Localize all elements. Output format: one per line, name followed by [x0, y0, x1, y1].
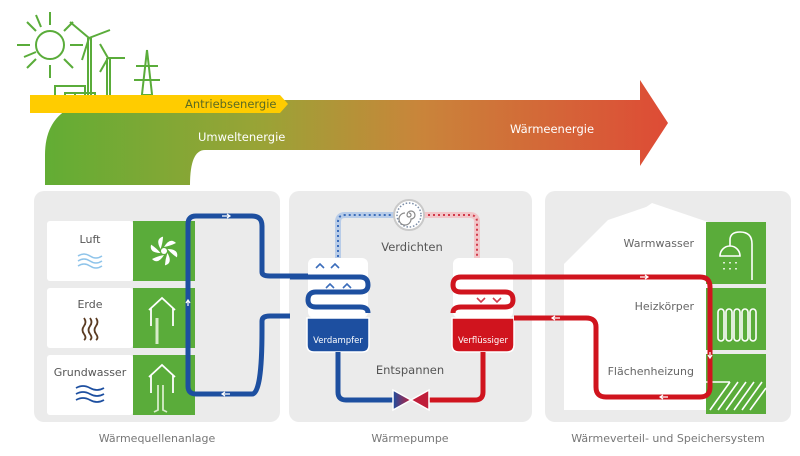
sun-icon — [17, 12, 83, 78]
distribution-label-floorheating: Flächenheizung — [608, 365, 694, 378]
source-label-earth: Erde — [77, 298, 102, 311]
condenser: Verflüssiger — [450, 258, 560, 353]
source-item-earth: Erde — [47, 288, 195, 348]
pump-caption: Wärmepumpe — [371, 432, 448, 445]
liquid-line-hot — [425, 352, 486, 403]
water-waves-icon — [75, 385, 105, 403]
source-label-groundwater: Grundwasser — [54, 366, 127, 379]
distribution-caption: Wärmeverteil- und Speichersystem — [571, 432, 764, 445]
source-item-air: Luft — [47, 221, 195, 281]
distribution-label-radiator: Heizkörper — [635, 300, 695, 313]
pressure-line — [423, 212, 480, 262]
flow-arrow-icon — [640, 274, 650, 280]
drive-energy-label: Antriebsenergie — [185, 97, 277, 111]
flow-arrow-icon — [220, 391, 230, 397]
distribution-item-floorheating: Flächenheizung — [608, 354, 767, 414]
earth-waves-icon — [81, 317, 99, 341]
compress-label: Verdichten — [381, 240, 443, 254]
evaporator-label: Verdampfer — [313, 336, 363, 346]
ground-probe-icon — [148, 296, 176, 344]
shower-icon — [719, 231, 753, 280]
compressor-icon — [393, 199, 425, 231]
source-pipe-loop — [185, 213, 320, 397]
house-roof — [564, 203, 708, 264]
expansion-valve-icon — [392, 388, 430, 412]
flow-arrow-icon — [658, 394, 668, 400]
floor-heating-icon — [706, 381, 767, 411]
air-waves-icon — [77, 253, 103, 269]
flow-arrow-icon — [550, 315, 560, 321]
source-caption: Wärmequellenanlage — [99, 432, 216, 445]
environmental-energy-label: Umweltenergie — [198, 130, 285, 144]
suction-line-dots — [337, 214, 395, 262]
groundwater-well-icon — [148, 363, 176, 413]
pump-panel — [289, 191, 532, 422]
liquid-line-cold — [335, 352, 395, 403]
heat-energy-label: Wärmeenergie — [510, 122, 594, 136]
fan-icon — [150, 236, 178, 266]
evaporator: Verdampfer — [290, 258, 371, 353]
condenser-label: Verflüssiger — [458, 336, 508, 346]
source-item-groundwater: Grundwasser — [47, 355, 195, 415]
flow-arrow-icon — [185, 298, 191, 306]
distribution-item-hotwater: Warmwasser — [624, 222, 766, 284]
flow-arrow-icon — [707, 352, 713, 360]
distribution-label-hotwater: Warmwasser — [624, 237, 695, 250]
expand-label: Entspannen — [376, 363, 444, 377]
radiator-icon — [717, 308, 757, 342]
flow-arrow-icon — [222, 213, 232, 219]
energy-arrow — [30, 80, 668, 185]
source-label-air: Luft — [80, 233, 102, 246]
distribution-item-radiator: Heizkörper — [635, 288, 766, 350]
distribution-pipe-loop — [510, 274, 713, 400]
